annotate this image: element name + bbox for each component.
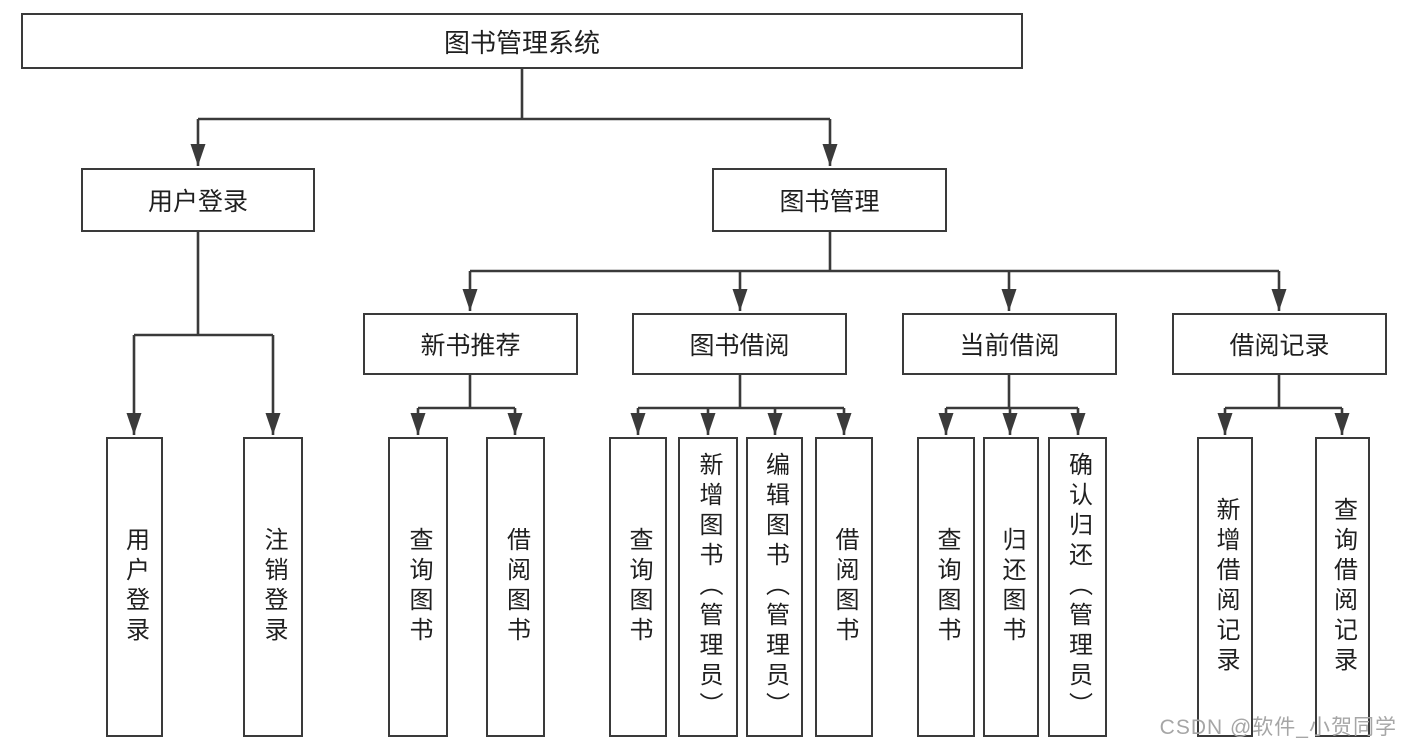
- node-root: 图书管理系统: [21, 13, 1023, 69]
- leaf-borrow-books-recommend-label: 借阅图书: [502, 527, 530, 647]
- leaf-add-books-admin-label: 新增图书（管理员）: [695, 452, 722, 722]
- leaf-user-login: 用户登录: [106, 437, 163, 737]
- leaf-query-books-recommend: 查询图书: [388, 437, 448, 737]
- leaf-confirm-return-admin: 确认归还（管理员）: [1048, 437, 1107, 737]
- leaf-borrow-books-borrowing-label: 借阅图书: [831, 527, 858, 647]
- node-root-label: 图书管理系统: [443, 27, 600, 58]
- node-new-book-recommend: 新书推荐: [363, 313, 578, 375]
- node-current-borrowing-label: 当前借阅: [959, 332, 1060, 360]
- leaf-add-borrow-record-label: 新增借阅记录: [1212, 497, 1239, 677]
- leaf-query-borrow-record: 查询借阅记录: [1315, 437, 1370, 737]
- node-borrowing-records-label: 借阅记录: [1229, 332, 1330, 360]
- node-book-borrowing-label: 图书借阅: [689, 332, 790, 360]
- leaf-query-borrow-record-label: 查询借阅记录: [1329, 497, 1357, 677]
- node-user-login: 用户登录: [81, 168, 315, 232]
- leaf-logout: 注销登录: [243, 437, 303, 737]
- node-new-book-recommend-label: 新书推荐: [420, 332, 521, 360]
- node-current-borrowing: 当前借阅: [902, 313, 1117, 375]
- leaf-add-books-admin: 新增图书（管理员）: [678, 437, 738, 737]
- watermark: CSDN @软件_小贺同学: [1159, 716, 1397, 739]
- leaf-confirm-return-admin-label: 确认归还（管理员）: [1064, 452, 1092, 722]
- leaf-query-books-borrowing: 查询图书: [609, 437, 667, 737]
- node-book-management: 图书管理: [712, 168, 947, 232]
- node-book-management-label: 图书管理: [779, 188, 880, 216]
- leaf-return-books-label: 归还图书: [998, 527, 1025, 647]
- leaf-add-borrow-record: 新增借阅记录: [1197, 437, 1253, 737]
- node-user-login-label: 用户登录: [147, 188, 248, 216]
- leaf-return-books: 归还图书: [983, 437, 1039, 737]
- leaf-borrow-books-recommend: 借阅图书: [486, 437, 545, 737]
- leaf-user-login-label: 用户登录: [121, 527, 149, 647]
- leaf-borrow-books-borrowing: 借阅图书: [815, 437, 873, 737]
- leaf-query-books-current: 查询图书: [917, 437, 975, 737]
- leaf-edit-books-admin: 编辑图书（管理员）: [746, 437, 803, 737]
- leaf-edit-books-admin-label: 编辑图书（管理员）: [761, 452, 789, 722]
- node-book-borrowing: 图书借阅: [632, 313, 847, 375]
- leaf-query-books-borrowing-label: 查询图书: [625, 527, 652, 647]
- leaf-query-books-recommend-label: 查询图书: [405, 527, 432, 647]
- leaf-query-books-current-label: 查询图书: [933, 527, 960, 647]
- node-borrowing-records: 借阅记录: [1172, 313, 1387, 375]
- leaf-logout-label: 注销登录: [260, 527, 287, 647]
